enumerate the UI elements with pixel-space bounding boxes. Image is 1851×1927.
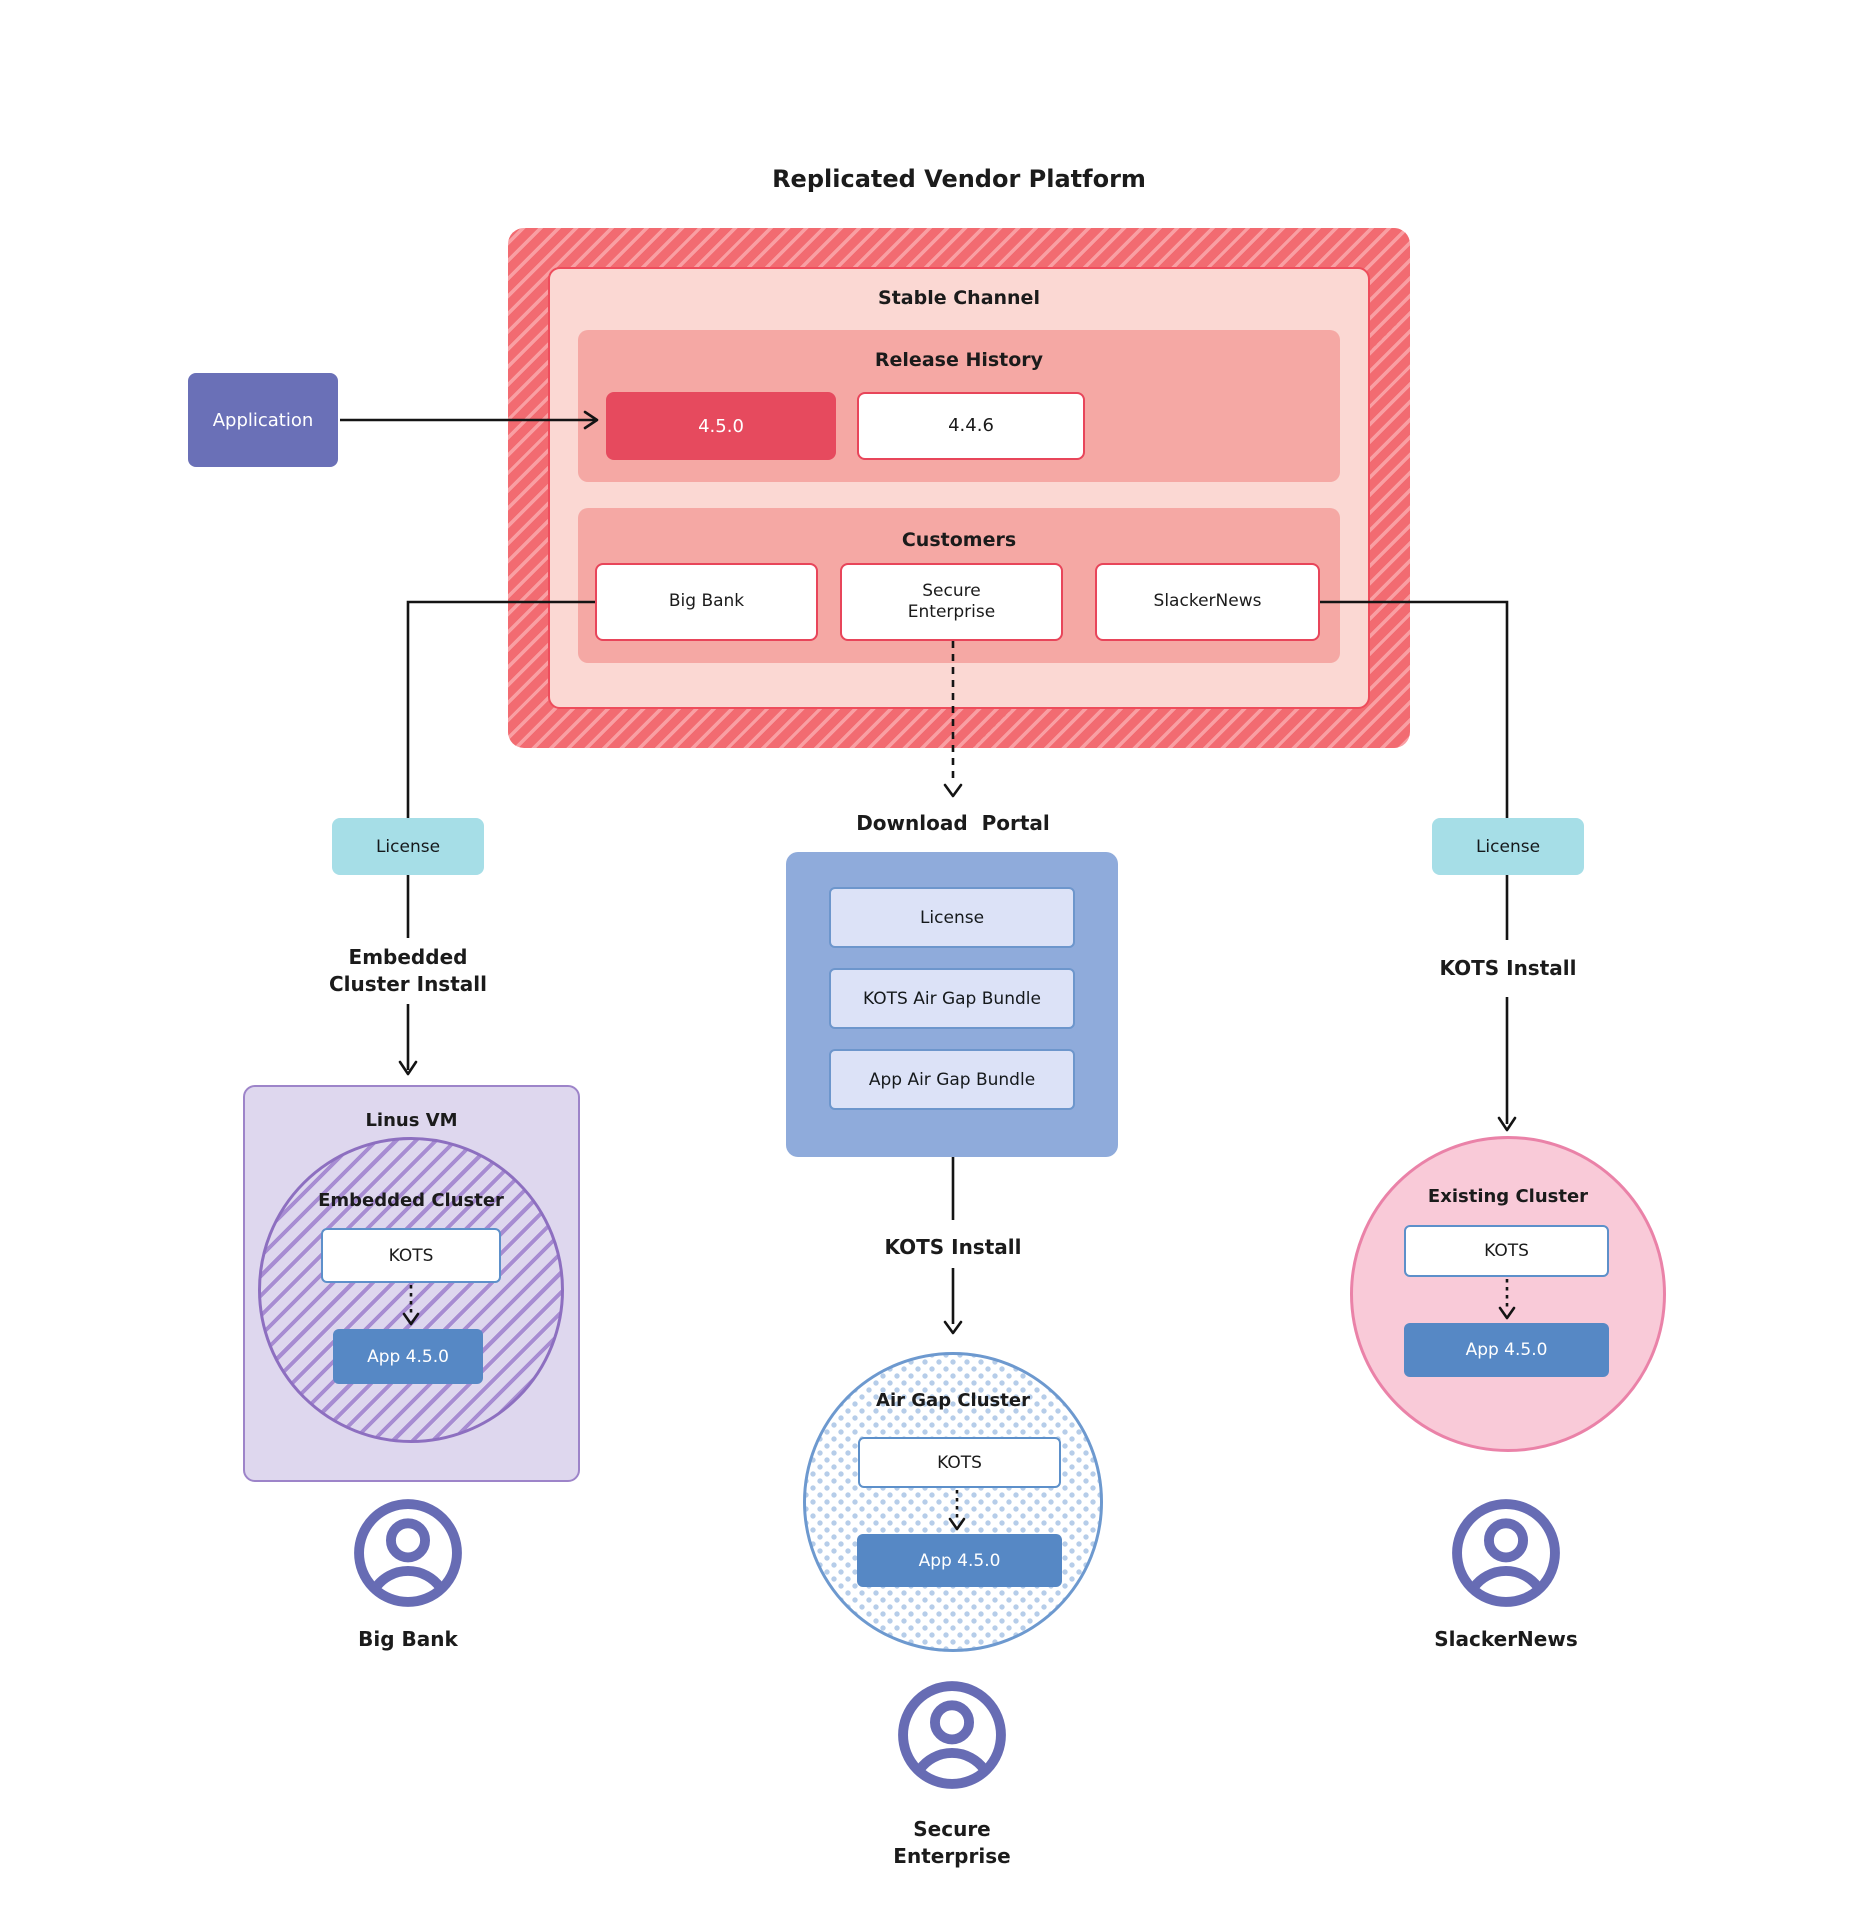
kots-box-middle: KOTS [858, 1437, 1061, 1488]
app-box-left: App 4.5.0 [333, 1329, 483, 1384]
release-previous: 4.4.6 [857, 392, 1085, 460]
air-gap-cluster-label: Air Gap Cluster [876, 1389, 1030, 1411]
arrowhead-install-airgap-cluster [943, 1320, 963, 1335]
user-icon-big-bank [354, 1499, 462, 1607]
portal-item-kots-airgap-bundle: KOTS Air Gap Bundle [829, 968, 1075, 1029]
application-node: Application [188, 373, 338, 467]
user-label-big-bank: Big Bank [358, 1627, 458, 1651]
kots-install-label-right: KOTS Install [1439, 956, 1577, 980]
customer-big-bank: Big Bank [595, 563, 818, 641]
embedded-cluster-circle [258, 1137, 564, 1443]
embedded-cluster-install-label: Embedded Cluster Install [329, 945, 487, 996]
existing-cluster-label: Existing Cluster [1427, 1185, 1589, 1207]
arrowhead-install-existing-cluster [1497, 1116, 1517, 1132]
app-box-middle: App 4.5.0 [857, 1534, 1062, 1587]
customers-label: Customers [901, 529, 1017, 551]
user-icon-slackernews [1452, 1499, 1560, 1607]
kots-install-label-middle: KOTS Install [884, 1235, 1022, 1259]
customer-secure-enterprise: Secure Enterprise [840, 563, 1063, 641]
diagram-title: Replicated Vendor Platform [772, 165, 1146, 193]
air-gap-cluster-circle [803, 1352, 1103, 1652]
kots-box-left: KOTS [321, 1228, 501, 1283]
portal-item-license: License [829, 887, 1075, 948]
release-history-label: Release History [874, 349, 1044, 371]
license-chip-left: License [332, 818, 484, 875]
release-current: 4.5.0 [606, 392, 836, 460]
arrowhead-secure-portal [943, 783, 963, 798]
arrowhead-install-vm [398, 1060, 418, 1076]
user-label-slackernews: SlackerNews [1434, 1627, 1578, 1651]
download-portal-label: Download Portal [856, 811, 1050, 835]
customer-slackernews: SlackerNews [1095, 563, 1320, 641]
embedded-cluster-label: Embedded Cluster [318, 1189, 504, 1211]
app-box-right: App 4.5.0 [1404, 1323, 1609, 1377]
license-chip-right: License [1432, 818, 1584, 875]
linus-vm-label: Linus VM [365, 1109, 458, 1131]
stable-channel-label: Stable Channel [878, 287, 1040, 309]
user-label-secure-enterprise: Secure Enterprise [893, 1817, 1011, 1868]
user-icon-secure-enterprise [898, 1681, 1006, 1789]
kots-box-right: KOTS [1404, 1225, 1609, 1277]
portal-item-app-airgap-bundle: App Air Gap Bundle [829, 1049, 1075, 1110]
